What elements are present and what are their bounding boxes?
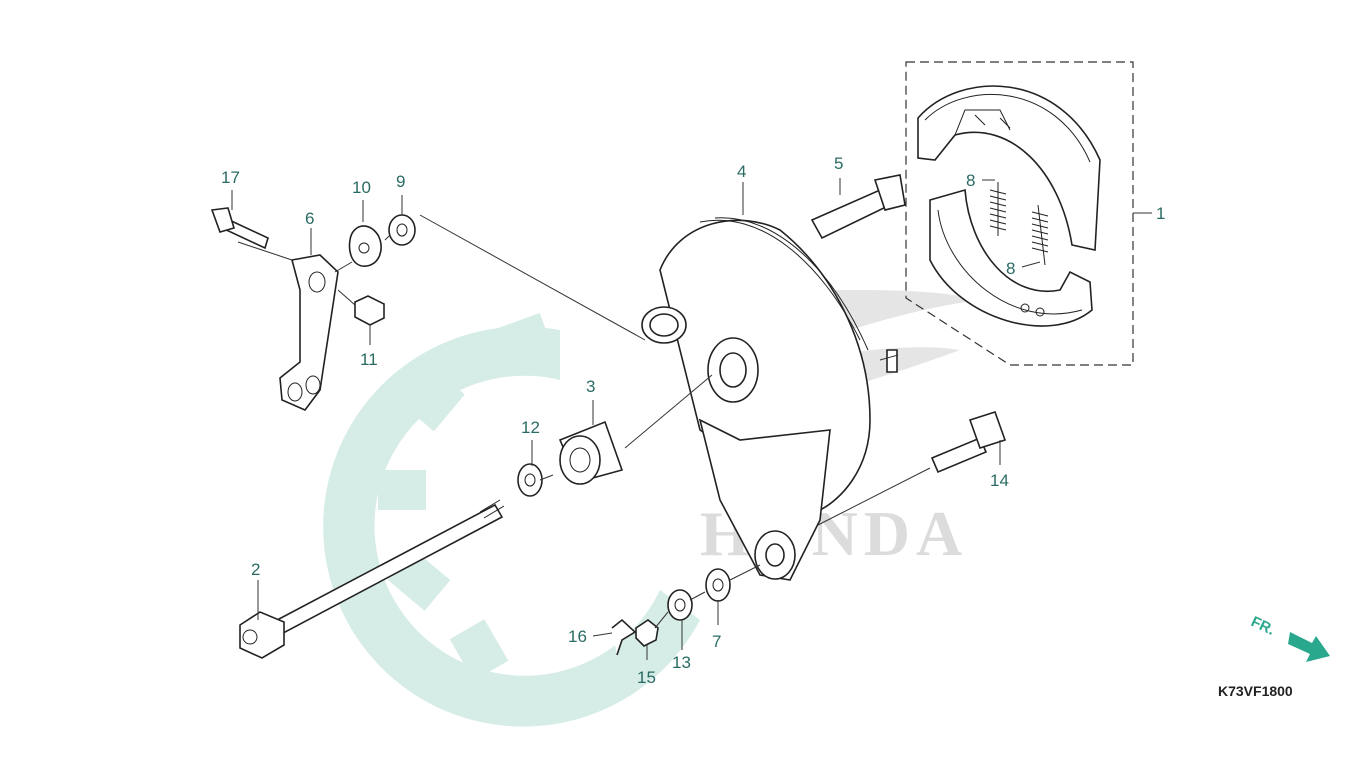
callout-17: 17 — [221, 168, 240, 187]
bolt-17 — [210, 207, 269, 250]
callouts: 1 2 3 4 5 6 7 8 8 9 10 11 12 13 14 15 16… — [221, 154, 1165, 687]
cotter-pin-16 — [611, 618, 637, 656]
nut-15 — [635, 619, 659, 647]
callout-14: 14 — [990, 471, 1009, 490]
callout-1: 1 — [1156, 204, 1165, 223]
figure-code: K73VF1800 — [1218, 683, 1293, 699]
callout-8a: 8 — [966, 171, 975, 190]
bolt-14 — [930, 411, 1007, 474]
indicator-plate — [348, 225, 382, 267]
callout-15: 15 — [637, 668, 656, 687]
callout-5: 5 — [834, 154, 843, 173]
callout-8b: 8 — [1006, 259, 1015, 278]
callout-4: 4 — [737, 162, 746, 181]
callout-9: 9 — [396, 172, 405, 191]
axle — [239, 499, 505, 659]
callout-12: 12 — [521, 418, 540, 437]
washer-12 — [517, 463, 543, 497]
callout-13: 13 — [672, 653, 691, 672]
callout-11: 11 — [360, 350, 378, 369]
callout-16: 16 — [568, 627, 587, 646]
collar — [558, 420, 624, 485]
washer-13 — [667, 589, 693, 621]
brake-arm — [279, 254, 339, 411]
washer-7 — [705, 568, 731, 602]
washer-9 — [388, 214, 416, 246]
callout-10: 10 — [352, 178, 371, 197]
nut-11 — [354, 295, 385, 326]
brake-panel — [641, 217, 898, 581]
callout-2: 2 — [251, 560, 260, 579]
callout-6: 6 — [305, 209, 314, 228]
brake-cam-pin — [810, 174, 906, 240]
callout-7: 7 — [712, 632, 721, 651]
callout-3: 3 — [586, 377, 595, 396]
brake-shoe-group — [905, 61, 1134, 366]
leader-lines — [231, 178, 1152, 660]
fr-arrow-icon — [1288, 632, 1330, 662]
